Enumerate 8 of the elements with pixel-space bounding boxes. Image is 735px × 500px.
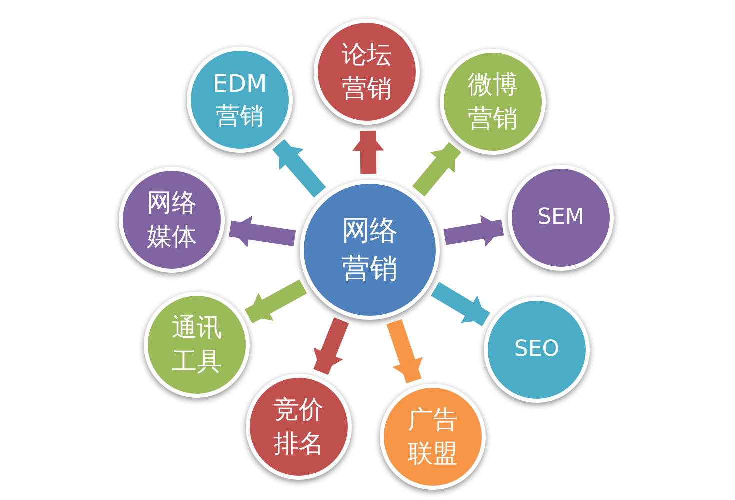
arrow <box>272 139 326 198</box>
arrow <box>314 318 350 376</box>
arrow <box>229 216 296 248</box>
arrow <box>412 142 462 197</box>
arrow <box>244 280 308 324</box>
arrow <box>352 130 384 174</box>
arrow <box>431 282 490 327</box>
arrow <box>444 215 504 247</box>
